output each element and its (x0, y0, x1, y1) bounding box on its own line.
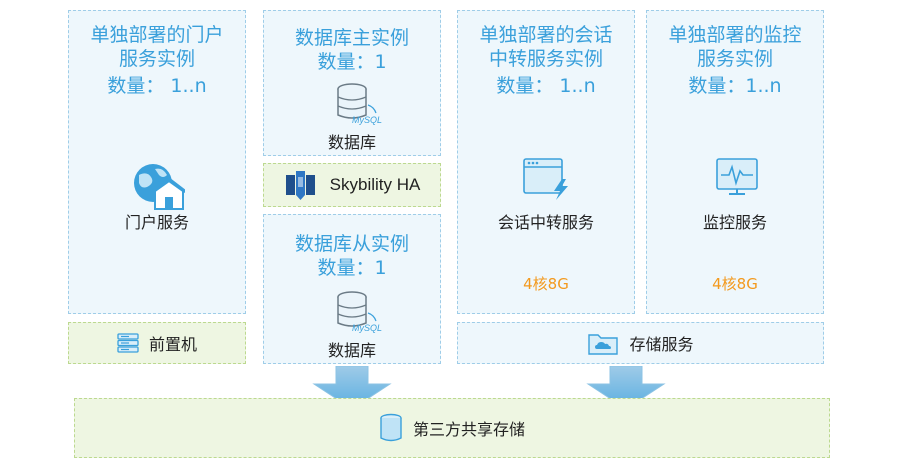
db-slave-title: 数据库从实例 (294, 233, 409, 255)
mysql-database-icon: MySQL (334, 81, 382, 127)
relay-title-line2: 中转服务实例 (488, 48, 603, 70)
monitor-title-line2: 服务实例 (696, 48, 773, 70)
svg-text:MySQL: MySQL (352, 323, 382, 333)
db-master-count: 数量：1 (317, 51, 387, 73)
storage-service-box: 存储服务 (457, 322, 824, 364)
db-slave-label: 数据库 (327, 341, 376, 360)
db-master-label: 数据库 (327, 133, 376, 152)
portal-service-label: 门户服务 (124, 213, 189, 232)
db-slave-count: 数量：1 (317, 257, 387, 279)
relay-title-line1: 单独部署的会话 (479, 24, 613, 46)
monitor-service-box: 单独部署的监控 服务实例 数量：1..n 监控服务 4核8G (646, 10, 824, 314)
relay-count: 数量： 1..n (496, 75, 596, 97)
server-rack-icon (117, 333, 139, 353)
portal-service-box: 单独部署的门户 服务实例 数量： 1..n 门户服务 (68, 10, 246, 314)
monitor-wave-icon (715, 157, 759, 197)
window-lightning-icon (522, 157, 572, 201)
db-slave-box: 数据库从实例 数量：1 MySQL 数据库 (263, 214, 441, 364)
relay-service-label: 会话中转服务 (497, 213, 594, 232)
storage-service-label: 存储服务 (629, 335, 694, 354)
skybility-logo-icon (284, 169, 318, 201)
monitor-service-label: 监控服务 (702, 213, 767, 232)
cloud-folder-icon (587, 330, 619, 356)
monitor-spec: 4核8G (712, 275, 758, 293)
skybility-ha-box: Skybility HA (263, 163, 441, 207)
arrow-down-left (312, 366, 392, 410)
relay-service-box: 单独部署的会话 中转服务实例 数量： 1..n 会话中转服务 4核8G (457, 10, 635, 314)
shared-storage-label: 第三方共享存储 (412, 420, 525, 439)
shared-storage-box: 第三方共享存储 (74, 398, 830, 458)
portal-count: 数量： 1..n (107, 75, 207, 97)
monitor-title-line1: 单独部署的监控 (668, 24, 802, 46)
skybility-ha-label: Skybility HA (329, 175, 421, 194)
monitor-count: 数量：1..n (688, 75, 782, 97)
relay-spec: 4核8G (523, 275, 569, 293)
globe-house-icon (129, 161, 185, 211)
arrow-down-right (586, 366, 666, 410)
portal-title-line1: 单独部署的门户 (90, 24, 224, 46)
frontend-machine-box: 前置机 (68, 322, 246, 364)
mysql-database-icon: MySQL (334, 289, 382, 335)
db-master-box: 数据库主实例 数量：1 MySQL 数据库 (263, 10, 441, 156)
db-master-title: 数据库主实例 (294, 27, 409, 49)
svg-text:MySQL: MySQL (352, 115, 382, 125)
cylinder-storage-icon (379, 413, 403, 443)
portal-title-line2: 服务实例 (118, 48, 195, 70)
frontend-machine-label: 前置机 (148, 335, 197, 354)
